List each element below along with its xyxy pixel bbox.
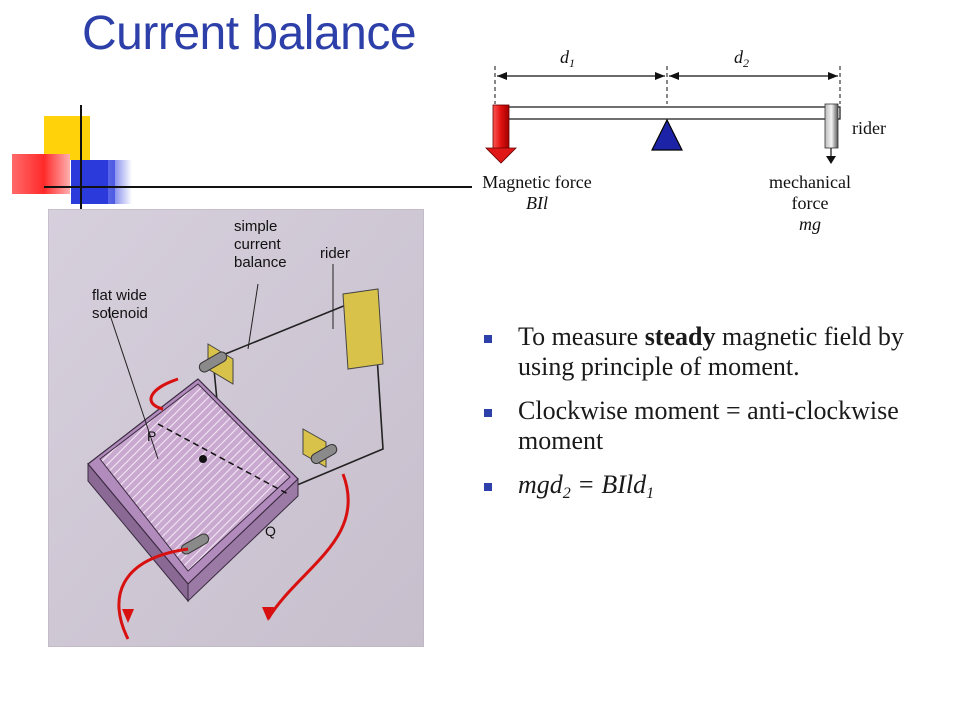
wire-right: [266, 473, 350, 620]
magnetic-force-arrow: [485, 147, 517, 164]
rider-block: [824, 103, 839, 149]
bullet-marker: [484, 335, 492, 343]
photo-label-q: Q: [265, 523, 276, 539]
wire-left: [117, 547, 189, 640]
photo-label-simple-current-balance: simple current balance: [234, 218, 287, 271]
decor-blue-fade: [108, 160, 132, 204]
current-balance-illustration: [48, 209, 424, 647]
bullet-item: Clockwise moment = anti-clockwise moment: [484, 396, 904, 456]
d1-label: d1: [560, 47, 575, 70]
rider-stand: [342, 288, 384, 370]
bullet-list: To measure steady magnetic field by usin…: [484, 322, 904, 523]
mechanical-force-label: mechanical force mg: [769, 172, 851, 234]
decor-horizontal-line: [44, 186, 472, 188]
photo-label-solenoid: flat wide solenoid: [92, 287, 148, 322]
decor-vertical-line: [80, 105, 82, 217]
photo-label-rider: rider: [320, 245, 351, 262]
mechanical-force-arrow: [826, 156, 836, 164]
bullet-item: To measure steady magnetic field by usin…: [484, 322, 904, 382]
decor-yellow-square: [44, 116, 90, 160]
fulcrum-triangle: [651, 118, 683, 151]
solenoid-coil: [99, 383, 291, 572]
balance-beam: [494, 106, 841, 120]
bullet-marker: [484, 483, 492, 491]
photo-label-p: P: [147, 428, 157, 444]
d2-label: d2: [734, 47, 749, 70]
balance-diagram: [485, 66, 841, 164]
bullet-item: mgd2 = BIld1: [484, 470, 904, 509]
slide-title: Current balance: [82, 7, 417, 60]
bullet-marker: [484, 409, 492, 417]
rider-label: rider: [852, 118, 886, 138]
magnetic-force-label: Magnetic force BIl: [482, 172, 592, 213]
decor-blue-square: [71, 160, 115, 204]
